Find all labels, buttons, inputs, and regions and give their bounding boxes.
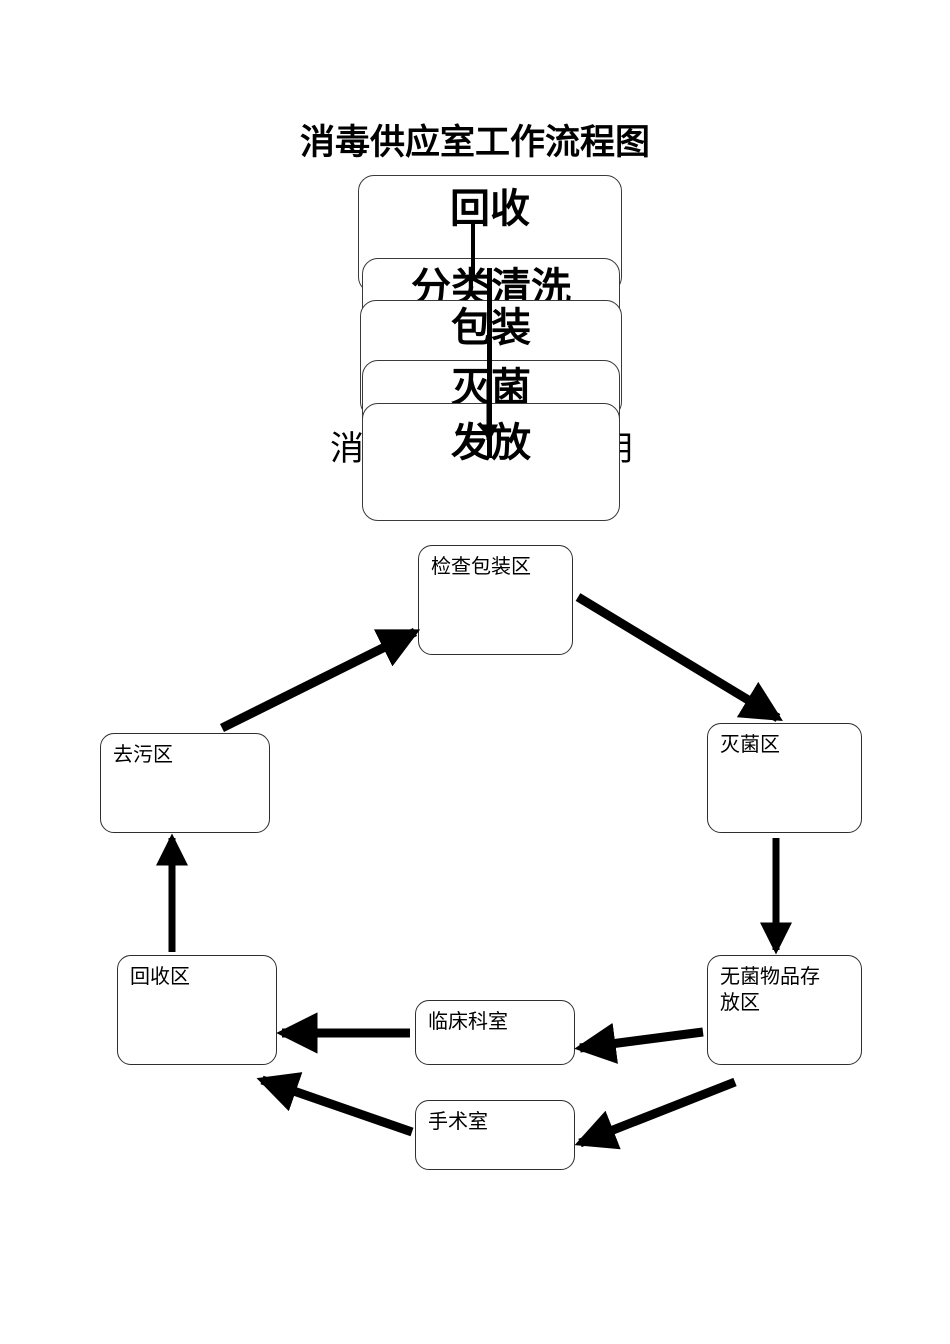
node-sterile-storage[interactable]: 无菌物品存 放区: [707, 955, 862, 1065]
node-inspect-pack[interactable]: 检查包装区: [418, 545, 573, 655]
process-label-recycle: 回收: [450, 186, 530, 231]
arrow-storage-to-operating: [574, 1077, 737, 1150]
arrow-inspect-to-sterilize: [575, 593, 783, 722]
node-operating-room[interactable]: 手术室: [415, 1100, 575, 1170]
stack-connector-lower: [487, 268, 492, 458]
node-label-inspect-pack: 检查包装区: [431, 556, 531, 578]
stack-connector-upper: [471, 224, 475, 278]
arrow-storage-to-clinical: [574, 1022, 704, 1064]
node-label-sterile-storage: 无菌物品存 放区: [720, 966, 820, 1014]
occluded-text-left: 消: [330, 431, 364, 468]
node-decontamination[interactable]: 去污区: [100, 733, 270, 833]
node-label-recycle-zone: 回收区: [130, 966, 190, 988]
arrow-operating-to-recycle: [256, 1072, 414, 1137]
node-clinical-dept[interactable]: 临床科室: [415, 1000, 575, 1065]
node-label-clinical-dept: 临床科室: [428, 1011, 508, 1033]
node-label-sterilize: 灭菌区: [720, 734, 780, 756]
arrow-decontamination-to-inspect: [219, 627, 421, 733]
page-title: 消毒供应室工作流程图: [299, 123, 650, 162]
node-sterilize[interactable]: 灭菌区: [707, 723, 862, 833]
node-recycle-zone[interactable]: 回收区: [117, 955, 277, 1065]
node-label-decontamination: 去污区: [113, 744, 173, 766]
node-label-operating-room: 手术室: [428, 1111, 488, 1133]
